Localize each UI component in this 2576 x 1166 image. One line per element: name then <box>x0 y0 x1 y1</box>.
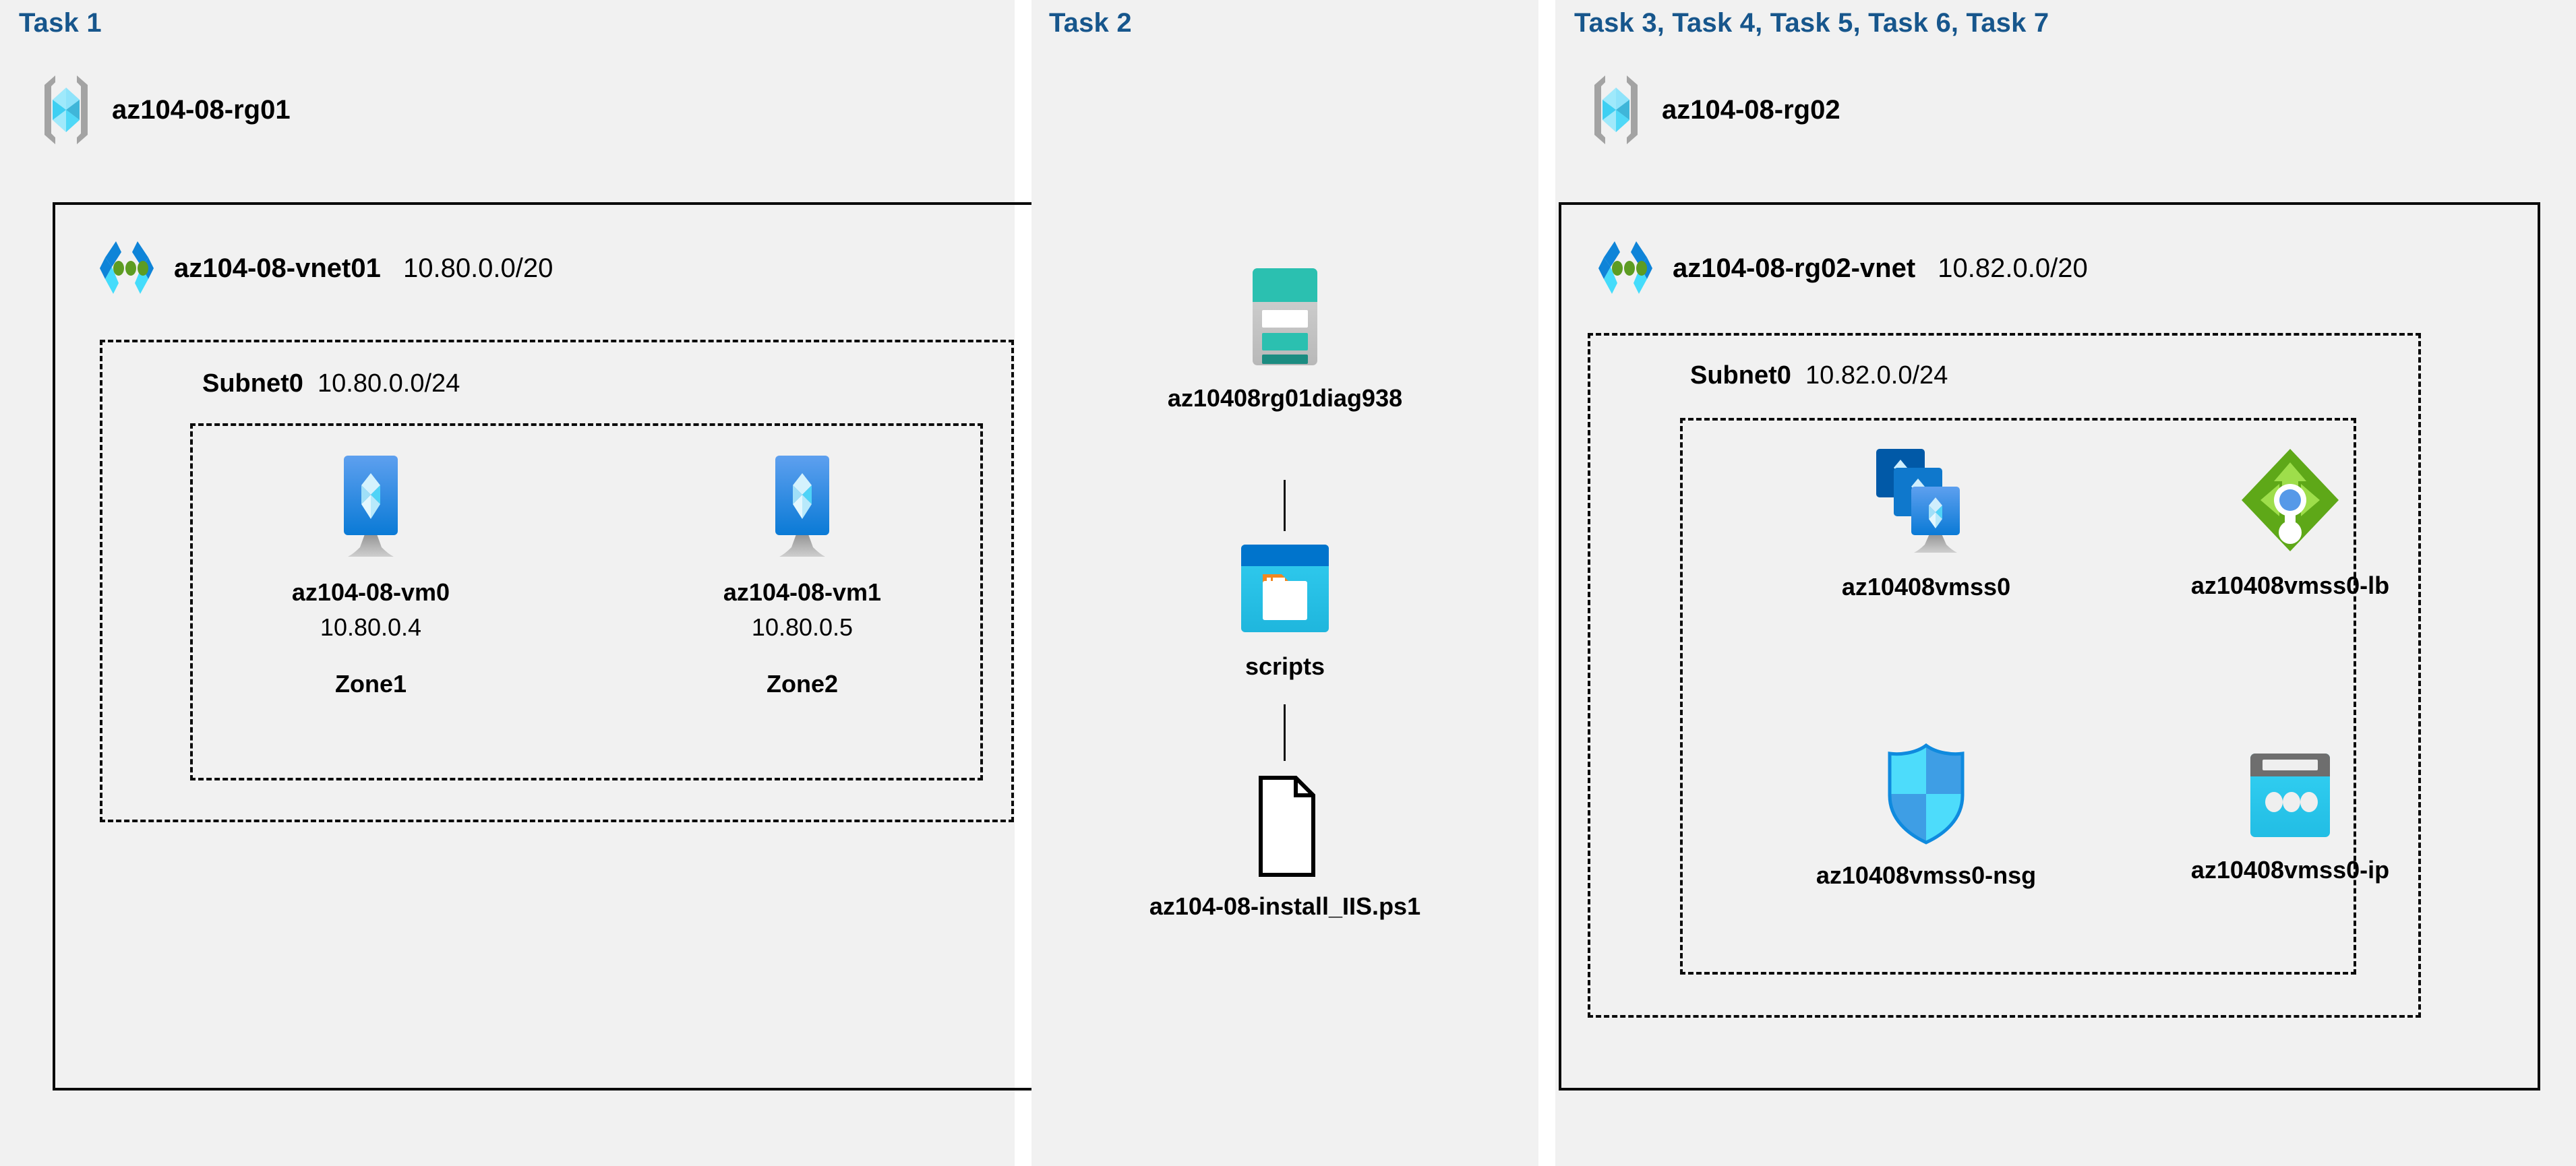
vnet-name-label: az104-08-vnet01 <box>174 253 381 283</box>
vnet-header-az104-08-vnet01[interactable]: az104-08-vnet01 10.80.0.0/20 <box>94 237 553 299</box>
vm-name-label: az104-08-vm0 <box>291 578 450 606</box>
public-ip-address-label: az10408vmss0-ip <box>2190 856 2390 884</box>
subnet-name: Subnet0 <box>202 369 303 398</box>
resource-group-label: az104-08-rg02 <box>1662 94 1840 125</box>
resource-group-icon <box>1588 73 1644 147</box>
resource-group-az104-08-rg01[interactable]: az104-08-rg01 <box>38 73 291 147</box>
storage-account-icon <box>1245 263 1325 371</box>
public-ip-address-node[interactable]: az10408vmss0-ip <box>2189 748 2391 884</box>
subnet-boundary-subnet0 <box>1588 333 2421 1018</box>
availability-zone-boundary <box>190 423 983 780</box>
resource-group-icon <box>38 73 94 147</box>
virtual-machine-icon <box>762 453 843 565</box>
script-file-icon <box>1240 774 1329 879</box>
resource-group-label: az104-08-rg01 <box>112 94 291 125</box>
subnet-label: Subnet0 10.82.0.0/24 <box>1690 361 1948 390</box>
vnet-cidr-label: 10.82.0.0/20 <box>1930 253 2088 283</box>
load-balancer-label: az10408vmss0-lb <box>2190 572 2390 599</box>
task-3-to-7-title: Task 3, Task 4, Task 5, Task 6, Task 7 <box>1574 8 2049 38</box>
virtual-machine-icon <box>330 453 411 565</box>
vnet-cidr-label: 10.80.0.0/20 <box>395 253 553 283</box>
vm-scale-set-icon <box>1872 445 1980 559</box>
vm-name-label: az104-08-vm1 <box>723 578 882 606</box>
virtual-network-icon <box>94 237 159 299</box>
vm-node-az104-08-vm1[interactable]: az104-08-vm1 10.80.0.5 Zone2 <box>701 453 903 698</box>
vnet-boundary-az104-08-rg02-vnet <box>1559 202 2540 1091</box>
vm-zone-label: Zone2 <box>766 670 838 698</box>
vm-zone-label: Zone1 <box>334 670 407 698</box>
vnet-name-label: az104-08-rg02-vnet <box>1673 253 1916 283</box>
task-2-title: Task 2 <box>1049 8 1132 38</box>
subnet-name: Subnet0 <box>1690 361 1791 390</box>
vm-ip-label: 10.80.0.4 <box>320 613 422 641</box>
panel-task-1: Task 1 az104-08-rg01 <box>0 0 1472 1166</box>
subnet-cidr: 10.80.0.0/24 <box>310 369 460 398</box>
load-balancer-icon <box>2236 445 2344 558</box>
storage-account-label: az10408rg01diag938 <box>1167 384 1403 412</box>
virtual-network-icon <box>1593 237 1658 299</box>
vnet-header-az104-08-rg02-vnet[interactable]: az104-08-rg02-vnet 10.82.0.0/20 <box>1593 237 2088 299</box>
public-ip-address-icon <box>2242 748 2338 842</box>
blob-container-node[interactable]: scripts <box>1184 539 1386 681</box>
vm-node-az104-08-vm0[interactable]: az104-08-vm0 10.80.0.4 Zone1 <box>270 453 472 698</box>
blob-container-icon <box>1234 539 1336 639</box>
blob-container-label: scripts <box>1245 652 1325 680</box>
storage-account-node[interactable]: az10408rg01diag938 <box>1168 263 1402 412</box>
vm-ip-label: 10.80.0.5 <box>751 613 853 641</box>
subnet-cidr: 10.82.0.0/24 <box>1798 361 1948 390</box>
panel-task-3-to-7: Task 3, Task 4, Task 5, Task 6, Task 7 a… <box>1555 0 2576 1166</box>
panel-task-2: Task 2 az10408rg01diag938 <box>1031 0 1538 1166</box>
resource-group-az104-08-rg02[interactable]: az104-08-rg02 <box>1588 73 1840 147</box>
network-security-group-icon <box>1882 740 1971 848</box>
network-security-group-label: az10408vmss0-nsg <box>1816 861 2037 889</box>
network-security-group-node[interactable]: az10408vmss0-nsg <box>1816 740 2036 890</box>
task-1-title: Task 1 <box>19 8 102 38</box>
script-file-label: az104-08-install_IIS.ps1 <box>1149 892 1421 920</box>
connector-container-to-file <box>1284 704 1286 761</box>
vm-scale-set-node[interactable]: az10408vmss0 <box>1825 445 2027 601</box>
subnet-boundary-subnet0 <box>100 340 1014 822</box>
load-balancer-node[interactable]: az10408vmss0-lb <box>2189 445 2391 600</box>
resource-group-inner-boundary <box>1680 418 2356 975</box>
connector-storage-to-container <box>1284 480 1286 531</box>
script-file-node[interactable]: az104-08-install_IIS.ps1 <box>1149 774 1421 921</box>
vm-scale-set-label: az10408vmss0 <box>1841 573 2011 601</box>
subnet-label: Subnet0 10.80.0.0/24 <box>202 369 460 398</box>
